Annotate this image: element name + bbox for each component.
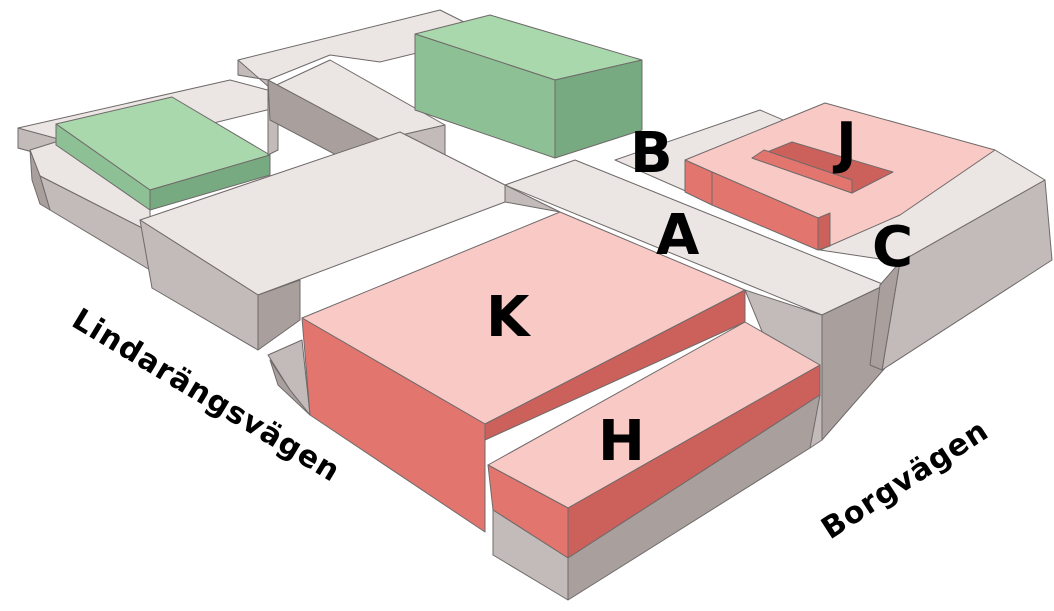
block-central: [139, 131, 506, 351]
label-k: K: [486, 285, 532, 350]
street-name-east: Borgvägen: [815, 413, 995, 547]
block-k: [267, 211, 746, 533]
label-h: H: [598, 409, 645, 474]
block-h: [487, 321, 821, 601]
label-j: J: [832, 111, 857, 176]
label-c: C: [872, 215, 913, 280]
green-block-west: [55, 96, 271, 211]
green-block-north: [414, 14, 643, 159]
block-j: [684, 102, 996, 251]
label-b: B: [630, 121, 673, 186]
label-a: A: [656, 203, 700, 268]
